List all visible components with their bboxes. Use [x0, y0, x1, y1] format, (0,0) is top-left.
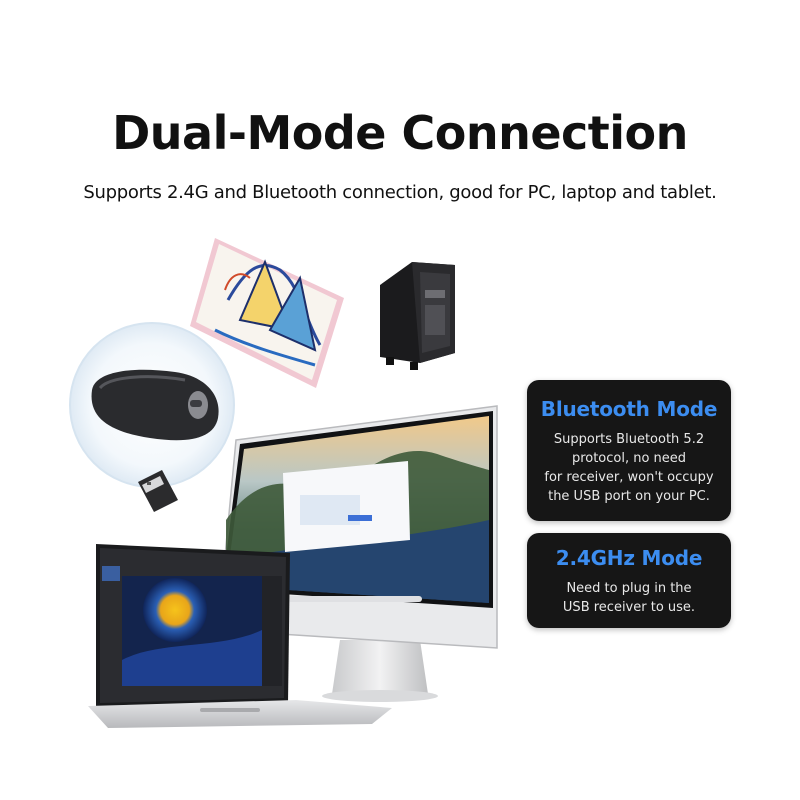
wireless-mouse-image	[91, 369, 219, 441]
page-title: Dual-Mode Connection	[112, 106, 688, 160]
page-subtitle: Supports 2.4G and Bluetooth connection, …	[83, 182, 717, 203]
description-line: Supports Bluetooth 5.2	[553, 432, 705, 447]
desktop-tower-image	[380, 262, 455, 370]
description-line: USB receiver to use.	[562, 600, 696, 615]
bluetooth-mode-title: Bluetooth Mode	[540, 397, 718, 421]
laptop-image	[88, 544, 392, 728]
2-4ghz-mode-card: 2.4GHz Mode Need to plug in the USB rece…	[527, 533, 731, 628]
usb-receiver-image	[138, 470, 178, 512]
bluetooth-mode-description: Supports Bluetooth 5.2 protocol, no need…	[527, 430, 731, 506]
description-line: for receiver, won't occupy	[544, 470, 714, 485]
2-4ghz-mode-title: 2.4GHz Mode	[555, 546, 703, 570]
description-line: protocol, no need	[571, 451, 687, 466]
tablet-image	[190, 238, 344, 388]
monitor-image	[217, 405, 498, 702]
bluetooth-mode-card: Bluetooth Mode Supports Bluetooth 5.2 pr…	[527, 380, 731, 521]
2-4ghz-mode-description: Need to plug in the USB receiver to use.	[527, 579, 731, 617]
description-line: Need to plug in the	[566, 581, 692, 596]
description-line: the USB port on your PC.	[548, 489, 710, 504]
